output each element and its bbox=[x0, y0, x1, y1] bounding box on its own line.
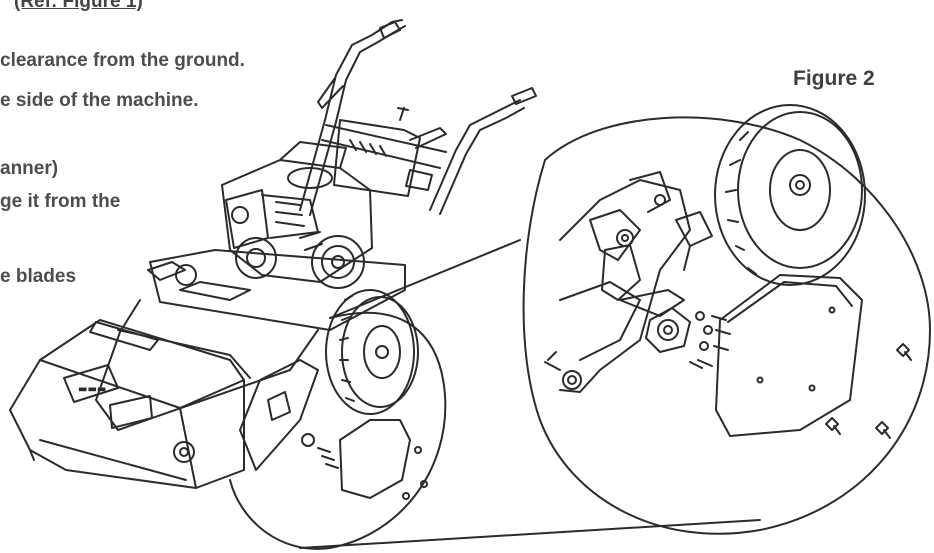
engine-illustration bbox=[221, 141, 373, 289]
instruction-line-1: clearance from the ground. bbox=[0, 50, 245, 71]
leader-line-bottom bbox=[299, 519, 761, 549]
enlarged-detail-circle bbox=[522, 104, 931, 535]
instruction-line-2: e side of the machine. bbox=[0, 90, 199, 111]
front-roller-illustration: ▬▬▬ bbox=[9, 319, 245, 489]
detail-circle-small bbox=[229, 311, 447, 550]
instruction-line-5: e blades bbox=[0, 266, 77, 287]
figure-label: Figure 2 bbox=[793, 67, 875, 90]
leader-line-top bbox=[329, 239, 521, 319]
loose-screws bbox=[825, 343, 912, 439]
svg-text:▬▬▬: ▬▬▬ bbox=[78, 384, 106, 395]
instruction-line-3: anner) bbox=[0, 158, 59, 179]
instruction-line-4: ge it from the bbox=[0, 191, 121, 212]
section-heading-fragment: (Ref: Figure 1) bbox=[14, 0, 143, 12]
handlebar-illustration bbox=[299, 19, 537, 216]
